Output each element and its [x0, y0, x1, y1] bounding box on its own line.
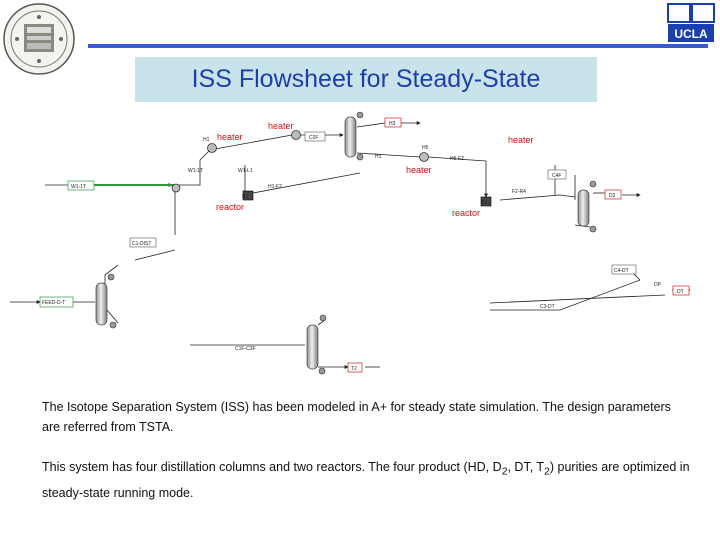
reactor-r2-block — [480, 196, 492, 207]
label-reactor-left: reactor — [216, 202, 244, 212]
stream-f2-r4: F2-R4 — [512, 189, 526, 195]
label-reactor-right: reactor — [452, 208, 480, 218]
stream-r1: R1 — [242, 194, 249, 200]
heater-2-icon — [291, 130, 301, 140]
description-paragraph-1: The Isotope Separation System (ISS) has … — [42, 400, 671, 434]
reactor-r1-block — [242, 190, 254, 201]
stream-h5: H5 — [422, 145, 429, 151]
stream-feed-top: W1-1T — [71, 184, 86, 190]
stream-c4f: C4F — [552, 173, 561, 179]
stream-c3-dt: C3-DT — [540, 304, 555, 310]
header-rule — [88, 44, 708, 48]
stream-h3-top: H3 — [389, 121, 396, 127]
page-title: ISS Flowsheet for Steady-State — [191, 65, 541, 93]
column-c1 — [95, 282, 108, 326]
stream-w1-1t: W1-1T — [188, 168, 203, 174]
stream-h1-f2: H1-F2 — [268, 184, 282, 190]
label-heater-left: heater — [217, 132, 243, 142]
heater-4-icon — [171, 183, 181, 193]
stream-r2: R2 — [481, 200, 488, 206]
label-heater-right: heater — [508, 135, 534, 145]
condenser-c3-icon — [319, 314, 327, 322]
stream-dp: DP — [654, 282, 662, 288]
stream-c1-dist: C1-DIST — [132, 241, 151, 247]
stream-w1-l1: W1-L1 — [238, 168, 253, 174]
heater-3-icon — [419, 152, 429, 162]
condenser-c2-icon — [356, 111, 364, 119]
heater-1-icon — [207, 143, 217, 153]
stream-t2: T2 — [351, 366, 357, 372]
stream-feed: FEED-D-T — [42, 300, 65, 306]
description-paragraph-2: This system has four distillation column… — [42, 460, 690, 500]
stream-c1f-c3f: C1F-C3F — [235, 346, 256, 352]
flowsheet-diagram: H1 W1-1T W1-L1 H1-F2 H1 H5 H5-F2 F2-R4 R… — [10, 111, 691, 375]
label-heater-mid: heater — [406, 165, 432, 175]
stream-h5-f2: H5-F2 — [450, 156, 464, 162]
column-c4 — [577, 189, 590, 227]
ucla-logo-text: UCLA — [674, 27, 708, 41]
reboiler-c4-icon — [589, 225, 597, 233]
title-banner: ISS Flowsheet for Steady-State — [135, 57, 597, 102]
stream-h1: H1 — [203, 137, 210, 143]
reboiler-c2-icon — [356, 153, 364, 161]
column-c3 — [306, 324, 319, 370]
condenser-c1-icon — [107, 273, 115, 281]
stream-c4-dt: C4-DT — [614, 268, 629, 274]
label-heater-top: heater — [268, 121, 294, 131]
reboiler-c1-icon — [109, 321, 117, 329]
stream-h3: H1 — [375, 154, 382, 160]
condenser-c4-icon — [589, 180, 597, 188]
stream-c2f: C2F — [309, 135, 318, 141]
reboiler-c3-icon — [318, 367, 326, 375]
stream-d2: D2 — [609, 193, 616, 199]
stream-dt: DT — [677, 289, 684, 295]
column-c2 — [344, 116, 357, 158]
ucla-logo-icon: UCLA — [667, 3, 715, 42]
university-seal-icon — [3, 3, 75, 75]
